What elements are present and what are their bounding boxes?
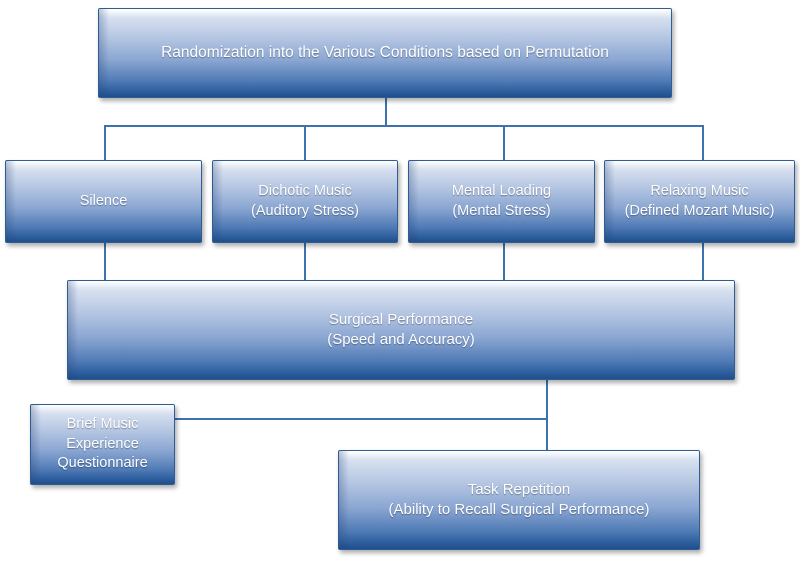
node-mental-line2: (Mental Stress) xyxy=(452,202,551,219)
node-mental-line1: Mental Loading xyxy=(451,183,552,200)
node-relaxing-line2: (Defined Mozart Music) xyxy=(624,202,775,219)
node-dichotic-line1: Dichotic Music xyxy=(258,183,352,200)
node-bmeq-line2: Experience xyxy=(66,435,139,452)
node-bmeq-line1: Brief Music xyxy=(66,416,139,433)
node-randomization-line1: Randomization into the Various Condition… xyxy=(161,43,609,61)
node-task-line1: Task Repetition xyxy=(467,480,571,498)
connector-dichotic-to-surgical xyxy=(304,243,306,281)
node-surgical-line2: (Speed and Accuracy) xyxy=(327,331,475,348)
connector-to-silence xyxy=(104,125,106,161)
connector-surgical-to-task xyxy=(546,380,548,451)
connector-silence-to-surgical xyxy=(104,243,106,281)
connector-mental-to-surgical xyxy=(503,243,505,281)
node-brief-music-experience-questionnaire[interactable]: Brief Music Experience Questionnaire xyxy=(30,404,175,485)
node-surgical-performance[interactable]: Surgical Performance (Speed and Accuracy… xyxy=(67,280,735,380)
node-dichotic-line2: (Auditory Stress) xyxy=(251,202,359,219)
node-task-line2: (Ability to Recall Surgical Performance) xyxy=(388,501,650,518)
connector-to-mental xyxy=(503,125,505,161)
connector-surgical-to-questionnaire xyxy=(174,418,548,420)
connector-relaxing-to-surgical xyxy=(702,243,704,281)
node-mental-loading[interactable]: Mental Loading (Mental Stress) xyxy=(408,160,595,243)
node-silence[interactable]: Silence xyxy=(5,160,202,243)
node-randomization[interactable]: Randomization into the Various Condition… xyxy=(98,8,672,98)
node-surgical-line1: Surgical Performance xyxy=(328,310,474,328)
node-task-repetition[interactable]: Task Repetition (Ability to Recall Surgi… xyxy=(338,450,700,550)
node-dichotic-music[interactable]: Dichotic Music (Auditory Stress) xyxy=(212,160,398,243)
node-bmeq-line3: Questionnaire xyxy=(57,455,148,472)
connector-randomization-trunk xyxy=(385,98,387,126)
node-silence-line1: Silence xyxy=(79,192,128,209)
connector-distribution-bus xyxy=(104,125,704,127)
node-relaxing-music[interactable]: Relaxing Music (Defined Mozart Music) xyxy=(604,160,795,243)
node-relaxing-line1: Relaxing Music xyxy=(650,183,749,200)
connector-to-relaxing xyxy=(702,125,704,161)
connector-to-dichotic xyxy=(304,125,306,161)
